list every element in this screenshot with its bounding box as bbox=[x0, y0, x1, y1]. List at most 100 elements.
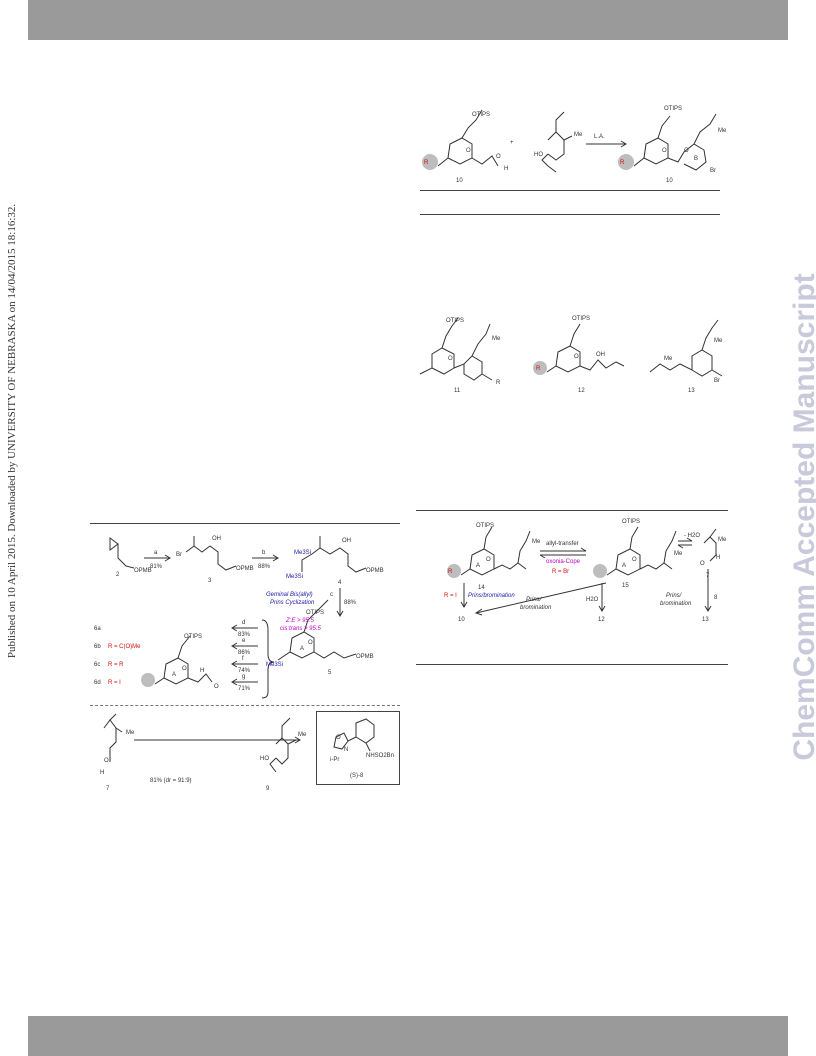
ring-a-label-15: A bbox=[622, 563, 626, 569]
ring-a-label-6: A bbox=[172, 672, 176, 678]
oxonia-cope-label: oxonia-Cope bbox=[546, 559, 581, 565]
o-label-ring-b: O bbox=[684, 148, 689, 154]
o-label-7r: O bbox=[700, 561, 705, 567]
compound-5-label: 5 bbox=[328, 670, 332, 676]
ligand-nh: NHSO2Bn bbox=[366, 753, 394, 759]
oh-label-12: OH bbox=[596, 352, 605, 358]
me-label: Me bbox=[574, 132, 583, 138]
h-label-7r: H bbox=[716, 555, 720, 561]
crotyl-yield: 81% (dr = 91:9) bbox=[150, 778, 192, 784]
r-label-12: R bbox=[536, 366, 541, 372]
o-label-product: O bbox=[662, 148, 667, 154]
aldehyde-h-label: H bbox=[504, 166, 508, 172]
me-label-7: Me bbox=[126, 730, 135, 736]
ring-a-label-14: A bbox=[476, 563, 480, 569]
step-8-label: 8 bbox=[714, 595, 718, 601]
eq-6c: R = R bbox=[108, 662, 124, 668]
compound-2-label: 2 bbox=[116, 572, 120, 578]
me-label-13a: Me bbox=[664, 356, 673, 362]
step-a-label: a bbox=[154, 550, 158, 556]
compound-6d-label: 6d bbox=[94, 680, 101, 686]
scheme-top-structure: R OTIPS O O H 10 + Me HO L.A. R OTIPS O … bbox=[422, 106, 727, 184]
prins-bromination-label: Prins/bromination bbox=[468, 593, 515, 599]
ligand-structure: O N NHSO2Bn i-Pr (S)-8 bbox=[330, 718, 394, 779]
oh-label-4: OH bbox=[342, 538, 351, 544]
compound-10-label: 10 bbox=[666, 178, 673, 184]
compound-6c-label: 6c bbox=[94, 662, 100, 668]
o-label-11: O bbox=[448, 356, 453, 362]
otips-label-15: OTIPS bbox=[622, 519, 640, 525]
compound-12-right-label: 12 bbox=[598, 617, 605, 623]
selectivity-ze: Z:E > 95:5 bbox=[285, 618, 315, 624]
opmb-label-4: OPMB bbox=[366, 568, 384, 574]
br-label-product: Br bbox=[710, 168, 716, 174]
eq-6b: R = C(O)Me bbox=[108, 644, 141, 650]
me-label-14: Me bbox=[532, 539, 541, 545]
compound-13-right-label: 13 bbox=[702, 617, 709, 623]
h2o-label: H2O bbox=[586, 597, 599, 603]
allyl-transfer-label: allyl-transfer bbox=[546, 541, 579, 547]
otips-label: OTIPS bbox=[472, 112, 490, 118]
otips-label-14: OTIPS bbox=[476, 523, 494, 529]
ring-a-label-5: A bbox=[300, 646, 304, 652]
otips-label-5: OTIPS bbox=[306, 610, 324, 616]
otips-label-product: OTIPS bbox=[664, 106, 682, 112]
deriv-f: f bbox=[242, 656, 244, 662]
prins-text-1: Geminal Bis(allyl) bbox=[266, 592, 313, 598]
me-label-7r: Me bbox=[718, 537, 727, 543]
scheme-left-divider bbox=[90, 705, 400, 706]
step-b-label: b bbox=[262, 550, 266, 556]
h-label-6: H bbox=[200, 668, 204, 674]
scheme-right-bottom-rule bbox=[416, 664, 728, 665]
ho-label: HO bbox=[534, 152, 543, 158]
footer-band bbox=[28, 1016, 788, 1056]
scheme-top-rule-1 bbox=[420, 190, 720, 191]
deriv-g: g bbox=[242, 674, 245, 680]
scheme-top-rule-2 bbox=[420, 214, 720, 215]
oh-label-3: OH bbox=[212, 536, 221, 542]
o-label-15: O bbox=[632, 557, 637, 563]
ligand-o: O bbox=[336, 735, 341, 741]
compound-4-label: 4 bbox=[338, 580, 342, 586]
conditions-label: L.A. bbox=[594, 134, 605, 140]
deriv-e: e bbox=[242, 638, 246, 644]
compound-6b-label: 6b bbox=[94, 644, 101, 650]
step-b-yield: 88% bbox=[258, 564, 271, 570]
ho-label-9: HO bbox=[260, 756, 269, 762]
prins-bromination-c: Prins/ bbox=[666, 593, 683, 599]
ligand-n: N bbox=[344, 747, 348, 753]
opmb-label-5: OPMB bbox=[356, 654, 374, 660]
step-a-yield: 81% bbox=[150, 564, 163, 570]
deriv-d-yield: 83% bbox=[238, 632, 251, 638]
r-label-14: R bbox=[448, 569, 453, 575]
step-c-yield: 88% bbox=[344, 600, 357, 606]
compound-3-label: 3 bbox=[208, 578, 212, 584]
r-i-label: R = I bbox=[444, 593, 457, 599]
o-label-5: O bbox=[308, 640, 313, 646]
opmb-label-3: OPMB bbox=[236, 566, 254, 572]
me-label-11: Me bbox=[492, 336, 501, 342]
otips-label-11: OTIPS bbox=[446, 318, 464, 324]
compound-13-label: 13 bbox=[688, 388, 695, 394]
br-label-13: Br bbox=[714, 378, 720, 384]
o-label-12: O bbox=[574, 354, 579, 360]
plus-sign: + bbox=[510, 140, 514, 146]
deriv-d: d bbox=[242, 620, 245, 626]
accepted-manuscript-watermark: ChemComm Accepted Manuscript bbox=[788, 273, 816, 761]
prins-bromination-a: Prins/ bbox=[526, 597, 543, 603]
h-label-7: H bbox=[100, 770, 104, 776]
otips-label-6: OTIPS bbox=[184, 634, 202, 640]
r-label: R bbox=[424, 160, 429, 166]
header-band bbox=[28, 0, 788, 40]
compound-11-label: 11 bbox=[454, 388, 461, 394]
scheme-left-top-rule bbox=[90, 523, 400, 524]
compound-9-label: 9 bbox=[266, 786, 270, 792]
compound-14-label: 14 bbox=[478, 585, 485, 591]
scheme-mid-structures: OTIPS O Me R 11 R OTIPS O OH 12 Me Me Br… bbox=[419, 316, 723, 394]
o-label-14: O bbox=[486, 557, 491, 563]
me-label-9: Me bbox=[298, 732, 307, 738]
compound-7-label: 7 bbox=[106, 786, 110, 792]
compound-8-label: 10 bbox=[456, 178, 463, 184]
me-label-15: Me bbox=[674, 551, 683, 557]
selectivity-cis: cis:trans > 95:5 bbox=[280, 626, 322, 632]
